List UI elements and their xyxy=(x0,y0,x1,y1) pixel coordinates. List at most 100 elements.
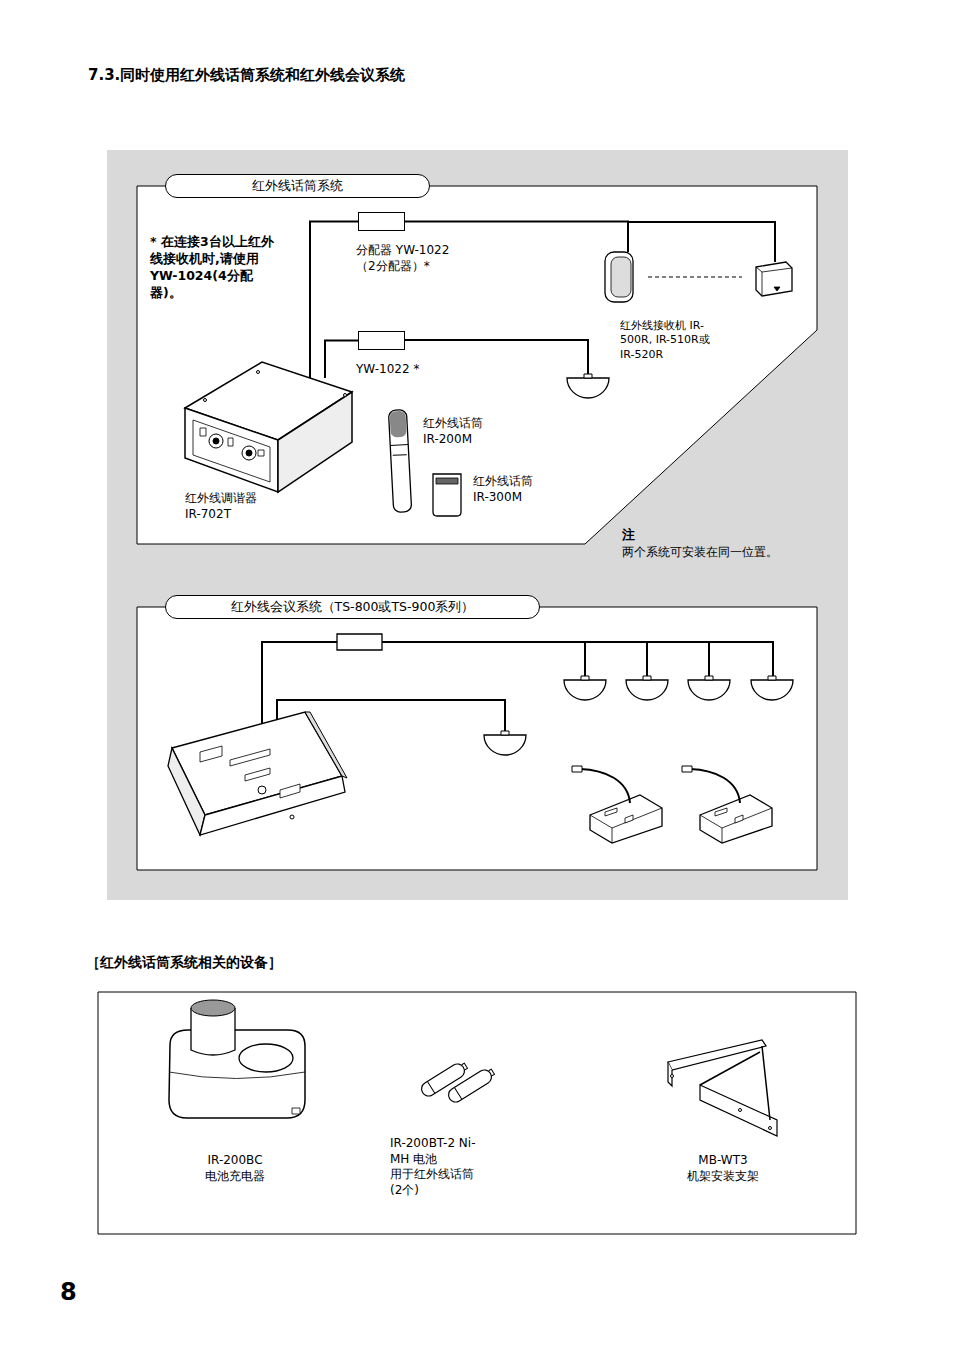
bracket-base xyxy=(700,1085,777,1136)
device-label: YW-1022 * xyxy=(356,362,476,378)
mic-head xyxy=(572,766,582,772)
dome-mount xyxy=(584,374,592,378)
receiver-mark xyxy=(774,287,780,291)
battery-charger: IR-200BC 电池充电器 xyxy=(165,1020,305,1190)
region-outline xyxy=(137,607,817,870)
dome-mount xyxy=(643,676,651,680)
beltpack-mic xyxy=(433,474,461,516)
wire xyxy=(262,642,773,740)
receiver-edge xyxy=(756,267,792,296)
bracket-hole xyxy=(671,1075,674,1078)
battery xyxy=(446,1066,497,1105)
mic-grille xyxy=(389,411,406,438)
delegate-button xyxy=(715,808,743,823)
tuner-side xyxy=(278,392,352,492)
mic-grille xyxy=(191,1000,235,1016)
splitter-box: 分配器 YW-1022（2分配器）* xyxy=(358,212,405,231)
receiver-lens xyxy=(611,257,631,297)
delegate-button xyxy=(605,808,633,823)
dome-mount xyxy=(581,676,589,680)
dome-mount xyxy=(705,676,713,680)
footnote: * 在连接3台以上红外线接收机时,请使用YW-1024(4分配器)。 xyxy=(150,234,282,302)
bracket-ear xyxy=(668,1062,672,1086)
charger-jack xyxy=(292,1108,300,1114)
splitter-box: YW-1022 * xyxy=(358,331,405,350)
tuner-knob xyxy=(242,446,256,460)
screw xyxy=(344,394,347,397)
bracket-strut xyxy=(700,1046,770,1120)
delegate-unit xyxy=(590,795,662,843)
battery-cell xyxy=(446,1067,494,1104)
cable xyxy=(325,341,358,379)
tuner-knob xyxy=(209,434,223,448)
console-knob xyxy=(258,786,266,794)
ceiling-dome xyxy=(626,680,668,700)
delegate-edge xyxy=(700,808,772,843)
bracket-hole xyxy=(739,1109,742,1112)
charger-body xyxy=(169,1030,305,1118)
mic-body xyxy=(388,410,411,513)
beltpack-panel xyxy=(436,478,458,484)
ceiling-dome xyxy=(567,378,609,398)
accessory-box: ［红外线话筒系统相关的设备］IR-200BC 电池充电器IR-200BT-2 N… xyxy=(98,992,856,1234)
ceiling-dome xyxy=(751,680,793,700)
system-heading: 红外线话筒系统 xyxy=(165,174,430,198)
system-heading: 红外线会议系统（TS-800或TS-900系列） xyxy=(165,595,540,619)
tuner-knob xyxy=(246,450,252,456)
charger-slot xyxy=(239,1044,293,1072)
mic-band xyxy=(390,445,408,456)
charger-edge xyxy=(169,1072,305,1079)
handheld-mic xyxy=(388,410,411,513)
console-side xyxy=(168,748,205,835)
device-label: IR-200BC 电池充电器 xyxy=(185,1153,285,1184)
bracket-rail xyxy=(668,1040,766,1070)
battery-terminal xyxy=(454,1066,496,1100)
ir-microphone: 红外线话筒 IR-300M xyxy=(470,472,550,508)
wire xyxy=(405,340,588,374)
bracket-hole xyxy=(769,1127,772,1130)
device-label: 红外线调谐器 IR-702T xyxy=(185,491,269,522)
gooseneck xyxy=(690,769,740,803)
tuner-knob xyxy=(213,438,219,444)
page-number: 8 xyxy=(60,1276,100,1308)
device-label: MB-WT3 机架安装支架 xyxy=(675,1153,771,1184)
receiver-box xyxy=(756,262,792,296)
splitter-box xyxy=(337,634,382,650)
delegate-unit xyxy=(700,795,772,843)
screw xyxy=(204,399,207,402)
delegate-edge xyxy=(590,808,662,843)
console-back xyxy=(305,712,347,778)
console-front xyxy=(200,776,345,835)
ir-microphone: 红外线话筒 IR-200M xyxy=(420,414,500,450)
tuner-front xyxy=(185,408,278,492)
device-label: 红外线话筒 IR-300M xyxy=(473,474,547,505)
dashed-line xyxy=(648,277,742,278)
device-label: ［红外线话筒系统相关的设备］ xyxy=(86,954,486,972)
system-region: 红外线会议系统（TS-800或TS-900系列） xyxy=(137,595,817,870)
receiver-wall xyxy=(605,252,633,302)
tuner: 红外线调谐器 IR-702T xyxy=(183,378,355,528)
screw xyxy=(257,371,260,374)
device-label: 红外线话筒 IR-200M xyxy=(423,416,497,447)
region-outline xyxy=(137,186,817,544)
device-label: IR-200BT-2 Ni-MH 电池 用于红外线话筒 (2个) xyxy=(390,1136,494,1198)
wire xyxy=(628,222,775,262)
ceiling-dome xyxy=(688,680,730,700)
battery: IR-200BT-2 Ni-MH 电池 用于红外线话筒 (2个) xyxy=(385,1060,515,1210)
tuner-panel xyxy=(193,420,270,482)
console-controls xyxy=(200,746,300,798)
device-label: 红外线接收机 IR-500R, IR-510R或 IR-520R xyxy=(620,319,726,362)
section-title: 7.3.同时使用红外线话筒系统和红外线会议系统 xyxy=(88,65,405,85)
dome-mount xyxy=(501,731,509,735)
ceiling-dome xyxy=(564,680,606,700)
device-label: 分配器 YW-1022（2分配器）* xyxy=(356,243,508,274)
gooseneck xyxy=(580,769,630,803)
grey-ground xyxy=(107,150,848,900)
rack-bracket: MB-WT3 机架安装支架 xyxy=(660,1040,785,1190)
system-region: 红外线话筒系统红外线调谐器 IR-702T 分配器 YW-1022（2分配器）* Y… xyxy=(137,174,817,544)
accessory-frame xyxy=(98,992,856,1234)
